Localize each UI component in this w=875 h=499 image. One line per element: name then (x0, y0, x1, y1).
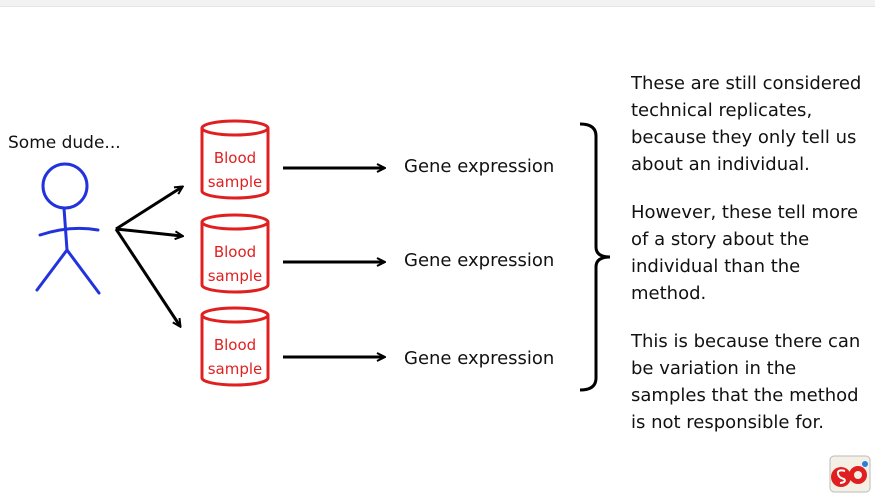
arrow-to-sample-2 (115, 227, 182, 236)
explanation-paragraph-3: This is because there can be variation i… (631, 328, 871, 436)
sample-label-2: Blood sample (200, 240, 270, 288)
sample-label-3: Blood sample (200, 333, 270, 381)
paragraph-spacer (631, 307, 871, 328)
sample-label-3-line1: Blood (213, 336, 257, 354)
explanation-line: samples that the method (631, 385, 859, 406)
sample-label-2-line1: Blood (213, 243, 257, 261)
explanation-line: However, these tell more (631, 202, 859, 223)
person-to-sample-arrows (114, 187, 182, 326)
person-caption: Some dude... (8, 133, 121, 153)
explanation-line: because they only tell us (631, 127, 857, 148)
explanation-line: of a story about the (631, 229, 810, 250)
explanation-line: These are still considered (631, 73, 862, 94)
gene-expression-label-2: Gene expression (404, 250, 555, 271)
arrow-to-sample-3 (114, 228, 180, 326)
right-brace (579, 122, 611, 392)
explanation-paragraph-1: These are still considered technical rep… (631, 70, 871, 178)
paragraph-spacer (631, 178, 871, 199)
sample-cylinder-1 (200, 119, 270, 200)
explanation-text: These are still considered technical rep… (631, 70, 871, 436)
so-logo-icon (829, 455, 871, 493)
sample-label-3-line2: sample (207, 360, 263, 378)
explanation-line: method. (631, 283, 707, 304)
explanation-line: is not responsible for. (631, 412, 825, 433)
sample-label-1-line1: Blood (213, 149, 257, 167)
explanation-line: individual than the (631, 256, 801, 277)
sample-label-1: Blood sample (200, 146, 270, 194)
explanation-line: be variation in the (631, 358, 797, 379)
arrow-to-sample-1 (115, 187, 182, 231)
explanation-paragraph-2: However, these tell more of a story abou… (631, 199, 871, 307)
sample-label-1-line2: sample (207, 173, 263, 191)
sample-label-2-line2: sample (207, 267, 263, 285)
explanation-line: technical replicates, (631, 100, 813, 121)
stick-figure-icon (35, 162, 101, 295)
top-border (0, 0, 875, 7)
gene-expression-label-1: Gene expression (404, 156, 555, 177)
gene-expression-label-3: Gene expression (404, 348, 555, 369)
explanation-line: about an individual. (631, 154, 810, 175)
sample-cylinder-2 (200, 213, 270, 294)
explanation-line: This is because there can (631, 331, 861, 352)
sample-cylinder-3 (200, 306, 270, 387)
sample-to-gene-arrows (283, 168, 384, 357)
